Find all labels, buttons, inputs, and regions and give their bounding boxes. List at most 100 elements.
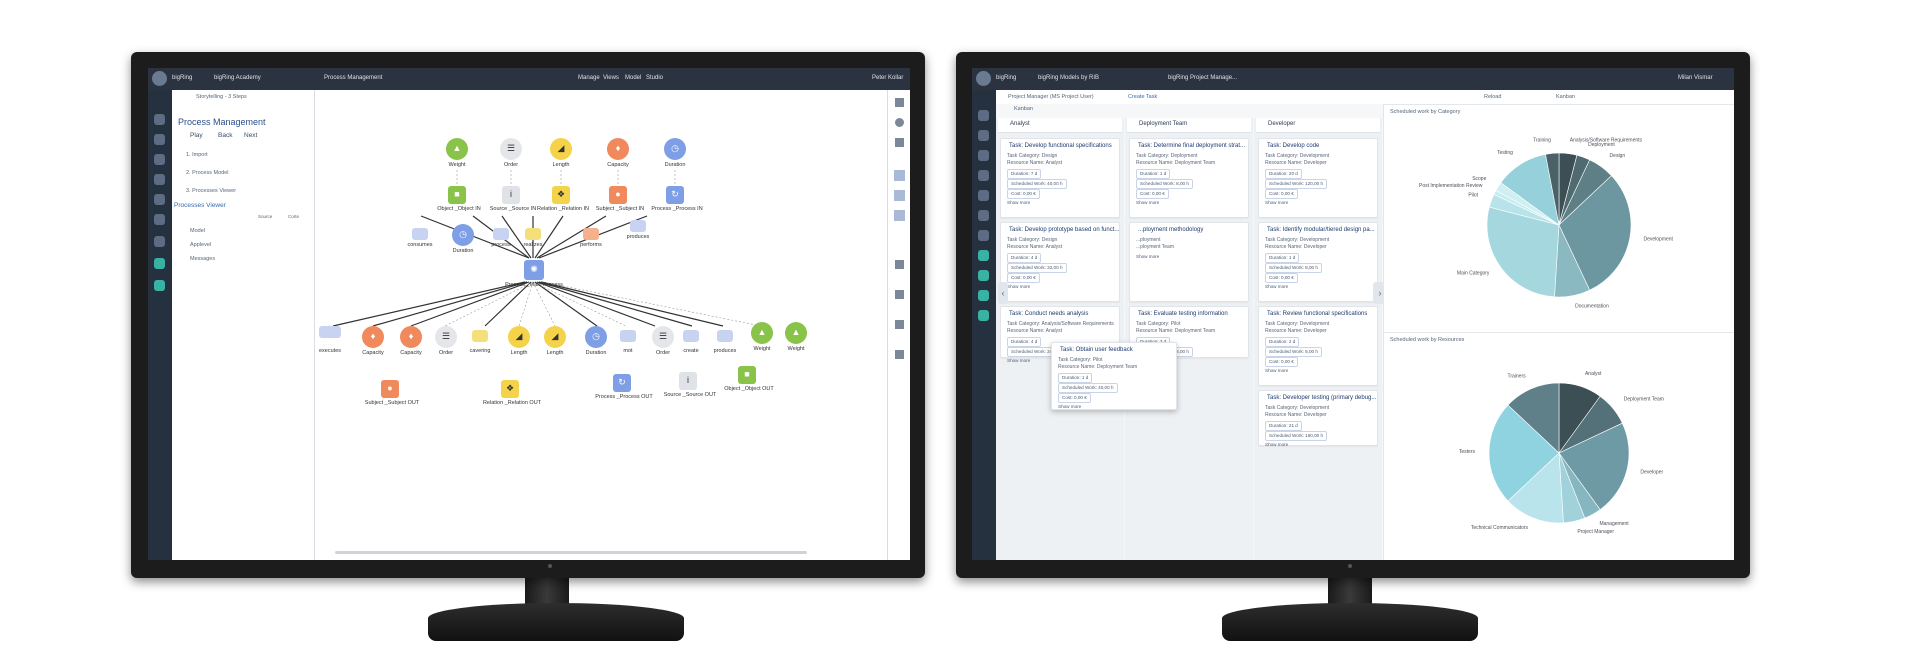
object-out-node[interactable]: ■Object _Object OUT [724, 366, 774, 392]
kanban-column-header[interactable]: Analyst [998, 118, 1122, 133]
tree-model[interactable]: Model [190, 228, 205, 234]
consumes-node[interactable]: consumes [407, 228, 433, 248]
check-icon[interactable] [978, 290, 989, 301]
step-3[interactable]: 3. Processes Viewer [186, 188, 237, 194]
menu-studio[interactable]: Studio [646, 75, 664, 81]
process-in-node[interactable]: ↻Process _Process IN [651, 186, 703, 212]
step-1[interactable]: 1. Import [186, 152, 208, 158]
check-icon[interactable] [154, 258, 165, 269]
home-icon[interactable] [895, 98, 904, 107]
academy-selector[interactable]: bigRing Academy [214, 75, 261, 81]
subject-out-node[interactable]: ●Subject _Subject OUT [365, 380, 419, 406]
task-card-title[interactable]: Task: Evaluate testing information [1138, 311, 1228, 317]
object-in-node[interactable]: ■Object _Object IN [437, 186, 481, 212]
task-card-title[interactable]: Task: Identify modular/tiered design pa.… [1267, 227, 1375, 233]
project-selector[interactable]: bigRing Project Manage... [1168, 75, 1238, 81]
order-node[interactable]: ☰Order [500, 138, 522, 168]
view-selector[interactable]: Kanban [1556, 94, 1575, 100]
user-name[interactable]: Peter Kollar [872, 75, 904, 81]
weight-b1-node[interactable]: ▲Weight [751, 322, 773, 352]
pie-slice[interactable] [1488, 404, 1560, 502]
capacity-b2-node[interactable]: ♦Capacity [400, 326, 422, 356]
capacity-node[interactable]: ♦Capacity [607, 138, 629, 168]
add-icon[interactable] [154, 114, 165, 125]
task-card-title[interactable]: Task: Developer testing (primary debug..… [1267, 395, 1377, 401]
share-icon[interactable] [154, 214, 165, 225]
show-more-link[interactable]: Show more [1265, 368, 1289, 373]
realizes-node[interactable]: realizes [524, 228, 542, 248]
kanban-prev-arrow[interactable]: ‹ [998, 282, 1008, 304]
task-card-title[interactable]: Task: Develop functional specifications [1009, 143, 1112, 149]
check-icon[interactable] [978, 250, 989, 261]
reload-button[interactable]: Reload [1484, 94, 1502, 100]
create-node[interactable]: create [683, 330, 699, 354]
produces-b-node[interactable]: produces [714, 330, 736, 354]
task-card-title[interactable]: Task: Determine final deployment strat..… [1138, 143, 1246, 149]
relation-in-node[interactable]: ❖Relation _Relation IN [537, 186, 589, 212]
layout-icon[interactable] [894, 170, 905, 181]
show-more-link[interactable]: Show more [1007, 200, 1031, 205]
length-b2-node[interactable]: ◢Length [544, 326, 566, 356]
story-header[interactable]: Storytelling - 3 Steps [196, 94, 247, 100]
duration2-node[interactable]: ◷Duration [452, 224, 474, 254]
filter-icon[interactable] [895, 138, 904, 147]
print-icon[interactable] [154, 194, 165, 205]
add-icon[interactable] [978, 130, 989, 141]
mot-node[interactable]: mot [620, 330, 636, 354]
menu-manage[interactable]: Manage [578, 75, 600, 81]
task-card-title[interactable]: Task: Obtain user feedback [1060, 347, 1133, 353]
settings-icon[interactable] [978, 110, 989, 121]
covering-node[interactable]: cavering [470, 330, 490, 354]
capacity-b1-node[interactable]: ♦Capacity [362, 326, 384, 356]
task-card[interactable]: Task: Identify modular/tiered design pa.… [1258, 222, 1378, 302]
subject-in-node[interactable]: ●Subject _Subject IN [596, 186, 644, 212]
task-card[interactable]: Task: Determine final deployment strat..… [1129, 138, 1249, 218]
zoom-icon[interactable] [895, 350, 904, 359]
viewer-corte[interactable]: Corte [288, 214, 300, 219]
order-b-node[interactable]: ☰Order [435, 326, 457, 356]
show-more-link[interactable]: Show more [1265, 442, 1289, 447]
weight-b2-node[interactable]: ▲Weight [785, 322, 807, 352]
back-button[interactable]: Back [218, 132, 233, 139]
tree-applevel[interactable]: Applevel [190, 242, 212, 248]
task-card-title[interactable]: Task: Develop prototype based on funct..… [1009, 227, 1120, 233]
process-out-node[interactable]: ↻Process _Process OUT [595, 374, 653, 400]
show-more-link[interactable]: Show more [1136, 200, 1160, 205]
duration-node[interactable]: ◷Duration [664, 138, 686, 168]
app-selector[interactable]: Process Management [324, 75, 383, 81]
logo-icon[interactable] [976, 71, 991, 86]
kanban-column-header[interactable]: Deployment Team [1127, 118, 1251, 133]
search-icon[interactable] [978, 210, 989, 221]
create-task-button[interactable]: Create Task [1128, 94, 1158, 100]
dashboard-icon[interactable] [978, 230, 989, 241]
models-selector[interactable]: bigRing Models by RIB [1038, 75, 1100, 81]
show-more-link[interactable]: Show more [1136, 254, 1160, 259]
task-card-title[interactable]: Task: Conduct needs analysis [1009, 311, 1089, 317]
main-process-node[interactable]: ✺Process _Main Process [505, 260, 563, 288]
viewer-source[interactable]: Source [258, 214, 273, 219]
download-icon[interactable] [154, 134, 165, 145]
task-card[interactable]: Task: Develop prototype based on funct..… [1000, 222, 1120, 302]
produces-node[interactable]: produces [627, 220, 649, 240]
next-button[interactable]: Next [244, 132, 258, 139]
pie-slice[interactable] [1507, 452, 1564, 524]
pie-slice[interactable] [1486, 206, 1560, 298]
check-icon[interactable] [978, 310, 989, 321]
role-selector[interactable]: Project Manager (MS Project User) [1008, 94, 1094, 100]
cloud-icon[interactable] [154, 174, 165, 185]
relation-out-node[interactable]: ❖Relation _Relation OUT [483, 380, 541, 406]
performs-node[interactable]: performs [580, 228, 602, 248]
pie-slice[interactable] [1558, 422, 1630, 511]
menu-views[interactable]: Views [603, 75, 619, 81]
task-card[interactable]: Task: Developer testing (primary debug..… [1258, 390, 1378, 447]
layout-icon[interactable] [894, 210, 905, 221]
check-icon[interactable] [978, 270, 989, 281]
step-2[interactable]: 2. Process Model [186, 170, 229, 176]
expand-icon[interactable] [895, 290, 904, 299]
order-b2-node[interactable]: ☰Order [652, 326, 674, 356]
